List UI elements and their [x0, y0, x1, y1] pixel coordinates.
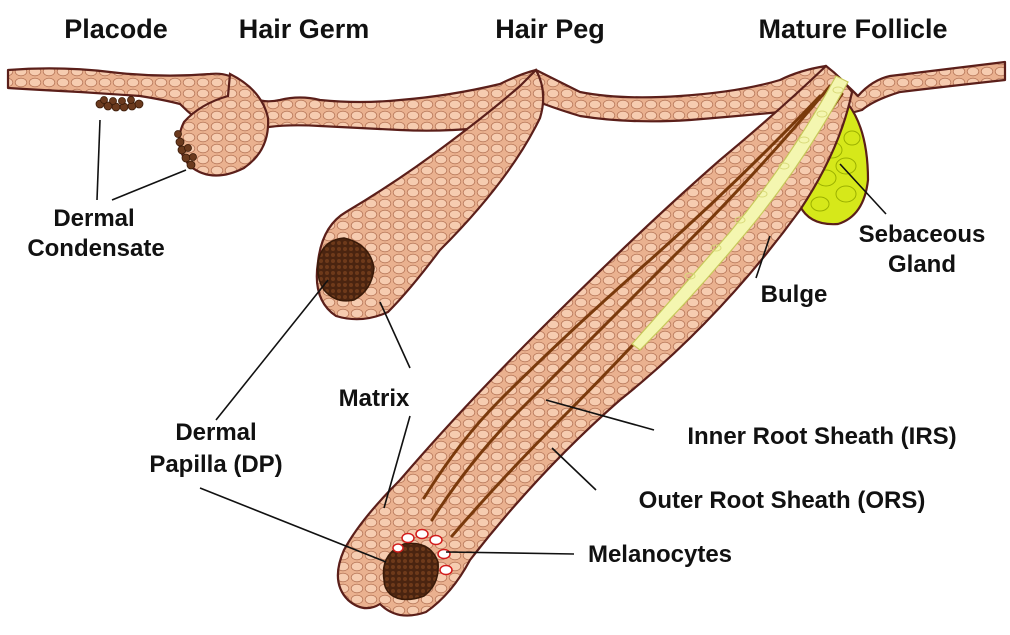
- placode-condensate: [96, 97, 143, 112]
- stage-title-mature-follicle: Mature Follicle: [758, 14, 947, 44]
- label-dermal-condensate-1: Dermal: [53, 205, 134, 232]
- stage-title-hair-germ: Hair Germ: [239, 14, 370, 44]
- label-bulge: Bulge: [761, 281, 828, 308]
- label-melanocytes: Melanocytes: [588, 541, 732, 568]
- label-dermal-condensate-2: Condensate: [27, 235, 164, 262]
- label-dermal-papilla-2: Papilla (DP): [149, 451, 282, 478]
- stage-title-hair-peg: Hair Peg: [495, 14, 605, 44]
- stage-title-placode: Placode: [64, 14, 168, 44]
- mature-dermal-papilla: [383, 543, 438, 599]
- label-matrix: Matrix: [339, 385, 410, 412]
- label-sebaceous-2: Gland: [888, 251, 956, 278]
- label-inner-root-sheath: Inner Root Sheath (IRS): [687, 423, 956, 450]
- label-sebaceous-1: Sebaceous: [859, 221, 986, 248]
- label-outer-root-sheath: Outer Root Sheath (ORS): [639, 487, 926, 514]
- label-dermal-papilla-1: Dermal: [175, 419, 256, 446]
